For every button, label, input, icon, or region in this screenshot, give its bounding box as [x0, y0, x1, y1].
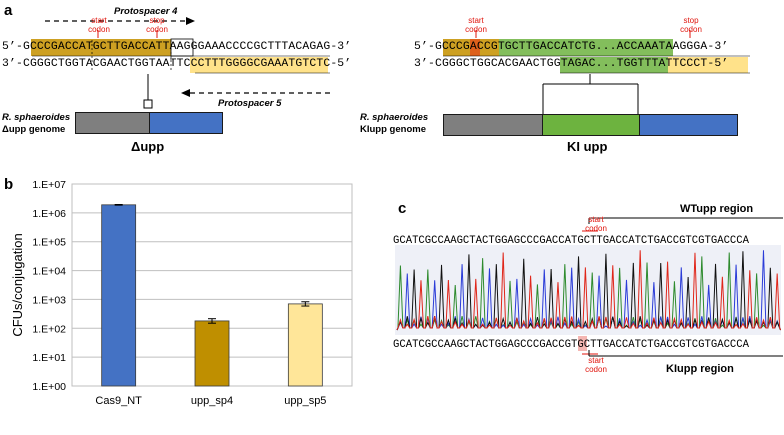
panel-label-c: c — [398, 200, 407, 217]
panel-a-graphics — [31, 17, 750, 114]
trace-line — [396, 250, 782, 331]
protospacer4-highlight — [31, 39, 171, 56]
left-top-strand: 5’-GCCCGACCATGCTTGACCATTAAGGGAAACCCCGCTT… — [2, 41, 352, 53]
panel-label-a: a — [4, 2, 13, 19]
panel-label-b: b — [4, 176, 14, 193]
x-tick-label: upp_sp4 — [191, 395, 233, 407]
y-tick-label: 1.E+07 — [32, 179, 66, 191]
y-tick-label: 1.E+06 — [32, 208, 66, 220]
right-genome-label: R. sphaeroides KIupp genome — [360, 112, 429, 135]
bottom-sequence: GCATCGCCAAGCTACTGGAGCCCGACCGTGCTTGACCATC… — [393, 339, 750, 351]
y-tick-label: 1.E+05 — [32, 237, 66, 249]
bar-Cas9_NT — [101, 204, 137, 387]
left-genome-label: R. sphaeroides Δupp genome — [2, 112, 71, 135]
protospacer5-label: Protospacer 5 — [218, 98, 282, 109]
mutation-highlight — [578, 336, 587, 351]
y-tick-label: 1.E+02 — [32, 323, 66, 335]
ki-upp-label: KI upp — [567, 139, 608, 154]
y-axis-label: CFUs/conjugation — [10, 233, 25, 336]
y-tick-label: 1.E+04 — [32, 266, 66, 278]
protospacer4-label: Protospacer 4 — [114, 6, 178, 17]
right-genome-grey-segment — [443, 114, 543, 136]
left-genome-blue-segment — [149, 112, 223, 134]
right-bottom-strand: 3’-CGGGCTGGCACGAACTGGTAGAC...TGGTTTATTCC… — [414, 58, 729, 70]
right-top-strand: 5’-GCCCGACCGTGCTTGACCATCTG...ACCAAATAAGG… — [414, 41, 729, 53]
bar-upp_sp4 — [194, 320, 230, 387]
top-sequence: GCATCGCCAAGCTACTGGAGCCCGACCATGCTTGACCATC… — [393, 235, 750, 247]
x-tick-label: Cas9_NT — [95, 395, 142, 407]
wt-region-label: WTupp region — [680, 203, 754, 215]
chromatogram-traces — [396, 250, 782, 331]
y-tick-label: 1.E+01 — [32, 352, 66, 364]
left-bottom-strand: 3’-CGGGCTGGTACGAACTGGTAATTCCCTTTGGGGCGAA… — [2, 58, 352, 70]
left-genome-grey-segment — [75, 112, 150, 134]
protospacer5-highlight — [190, 57, 328, 73]
chromatogram-panel — [395, 217, 783, 357]
right-genome-blue-segment — [639, 114, 738, 136]
right-genome-green-segment — [542, 114, 640, 136]
x-tick-label: upp_sp5 — [284, 395, 326, 407]
bar-chart: 1.E+00 1.E+01 1.E+02 1.E+03 1.E+04 1.E+05 1.E+… — [10, 179, 353, 407]
y-tick-label: 1.E+03 — [32, 294, 66, 306]
y-tick-label: 1.E+00 — [32, 381, 66, 393]
bar-upp_sp5 — [287, 303, 323, 387]
ki-region-label: KIupp region — [666, 363, 734, 375]
delta-upp-label: Δupp — [131, 139, 165, 154]
